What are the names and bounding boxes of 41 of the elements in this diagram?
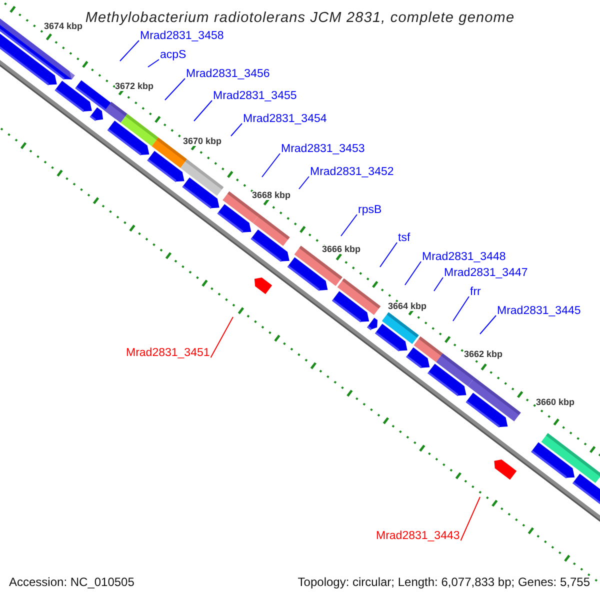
leader-line xyxy=(262,153,280,178)
gene-label: Mrad2831_3453 xyxy=(281,144,365,156)
leader-line xyxy=(404,261,422,286)
gene-label: Mrad2831_3455 xyxy=(213,91,297,102)
leader-line xyxy=(460,496,480,541)
leader-line xyxy=(480,315,496,334)
leader-line xyxy=(380,242,398,268)
leader-line xyxy=(210,316,234,358)
scale-label: 3662 kbp xyxy=(464,350,503,359)
accession-text: Accession: NC_010505 xyxy=(9,576,134,588)
leader-line xyxy=(194,100,212,122)
gene-label: acpS xyxy=(160,50,186,62)
scale-label: 3664 kbp xyxy=(388,302,427,311)
gene-label: Mrad2831_3448 xyxy=(422,252,506,264)
scale-label: 3660 kbp xyxy=(536,398,575,407)
gene-label: Mrad2831_3443 xyxy=(376,531,460,542)
gene-label: tsf xyxy=(398,233,410,244)
gene-label: rpsB xyxy=(358,205,382,216)
gene-label: Mrad2831_3456 xyxy=(186,69,270,80)
scale-label: 3672 kbp xyxy=(115,82,154,91)
leader-line xyxy=(340,214,358,236)
gene-label: frr xyxy=(470,287,481,298)
scale-label: 3674 kbp xyxy=(44,22,83,31)
leader-line xyxy=(452,296,470,322)
gene-label: Mrad2831_3452 xyxy=(310,167,394,178)
gene-label: Mrad2831_3447 xyxy=(444,268,528,280)
gene-label: Mrad2831_3454 xyxy=(243,114,327,126)
gene-label: Mrad2831_3451 xyxy=(126,348,210,360)
leader-line xyxy=(148,59,160,68)
diagram-title: Methylobacterium radiotolerans JCM 2831, complete genome xyxy=(84,11,516,26)
gene-label: Mrad2831_3445 xyxy=(497,306,581,318)
leader-line xyxy=(298,176,310,190)
leader-line xyxy=(230,123,242,136)
scale-label: 3668 kbp xyxy=(252,191,291,200)
leader-line xyxy=(120,40,140,62)
scale-label: 3670 kbp xyxy=(183,137,222,146)
leader-line xyxy=(164,78,186,100)
scale-label: 3666 kbp xyxy=(322,245,361,254)
genome-summary-text: Topology: circular; Length: 6,077,833 bp; Genes: 5,755 xyxy=(298,576,590,588)
gene-label: Mrad2831_3458 xyxy=(140,31,224,42)
leader-line xyxy=(434,277,444,292)
